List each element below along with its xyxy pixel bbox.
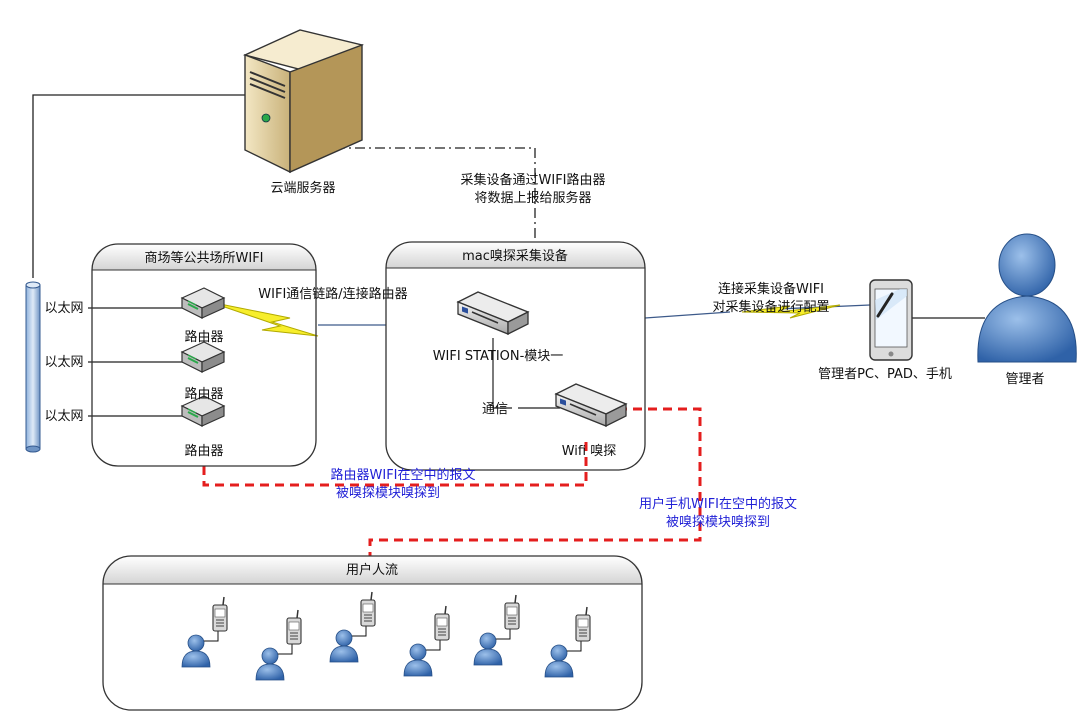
config-note-line1: 连接采集设备WIFI: [718, 281, 824, 297]
wifi-bolt-right: [741, 304, 841, 319]
ethernet-label-1: 以太网: [44, 301, 83, 316]
upload-note-line2: 将数据上报给服务器: [474, 190, 591, 206]
router-sniff-note-line2: 被嗅探模块嗅探到: [336, 486, 440, 501]
router-icon-2: [181, 341, 225, 373]
server-label: 云端服务器: [270, 180, 335, 196]
user-icon-2: [255, 609, 302, 681]
upload-note-line1: 采集设备通过WIFI路由器: [461, 172, 606, 188]
router-label-3: 路由器: [184, 443, 223, 459]
crowd-group: [102, 555, 643, 711]
phone-sniff-note-line2: 被嗅探模块嗅探到: [666, 515, 770, 530]
router-label-1: 路由器: [184, 329, 223, 345]
user-icon-1: [181, 596, 228, 668]
admin-devices-label: 管理者PC、PAD、手机: [818, 367, 952, 382]
wifi-bolt-left: [209, 301, 319, 337]
tablet-icon: [869, 279, 913, 361]
admin-person-icon: [977, 233, 1077, 363]
sniff-lines: [202, 407, 702, 556]
router-sniff-note-line1: 路由器WIFI在空中的报文: [331, 467, 476, 483]
sniffer-module-icon: [555, 383, 627, 427]
admin-label: 管理者: [1005, 372, 1044, 387]
user-icon-3: [329, 591, 376, 663]
wifi-link-label: WIFI通信链路/连接路由器: [258, 286, 407, 302]
sniffer-label: Wifi 嗅探: [562, 444, 617, 459]
phone-sniff-note-line1: 用户手机WIFI在空中的报文: [639, 496, 797, 512]
connector-lines: [32, 94, 985, 417]
user-icon-5: [473, 594, 520, 666]
server-icon: [242, 29, 364, 174]
user-icon-6: [544, 606, 591, 678]
station-module-label: WIFI STATION-模块一: [433, 349, 564, 364]
config-note-line2: 对采集设备进行配置: [712, 299, 829, 315]
router-label-2: 路由器: [184, 386, 223, 402]
mac-device-group: [385, 241, 646, 471]
ethernet-backbone: [25, 281, 41, 453]
public-wifi-group: [91, 243, 317, 467]
public-wifi-title: 商场等公共场所WIFI: [145, 250, 264, 266]
ethernet-label-3: 以太网: [44, 409, 83, 424]
router-icon-1: [181, 287, 225, 319]
user-icon-4: [403, 605, 450, 677]
station-module-icon: [457, 291, 529, 335]
comm-label: 通信: [482, 402, 508, 417]
ethernet-label-2: 以太网: [44, 355, 83, 370]
mac-device-title: mac嗅探采集设备: [462, 248, 568, 264]
crowd-title: 用户人流: [346, 562, 398, 578]
